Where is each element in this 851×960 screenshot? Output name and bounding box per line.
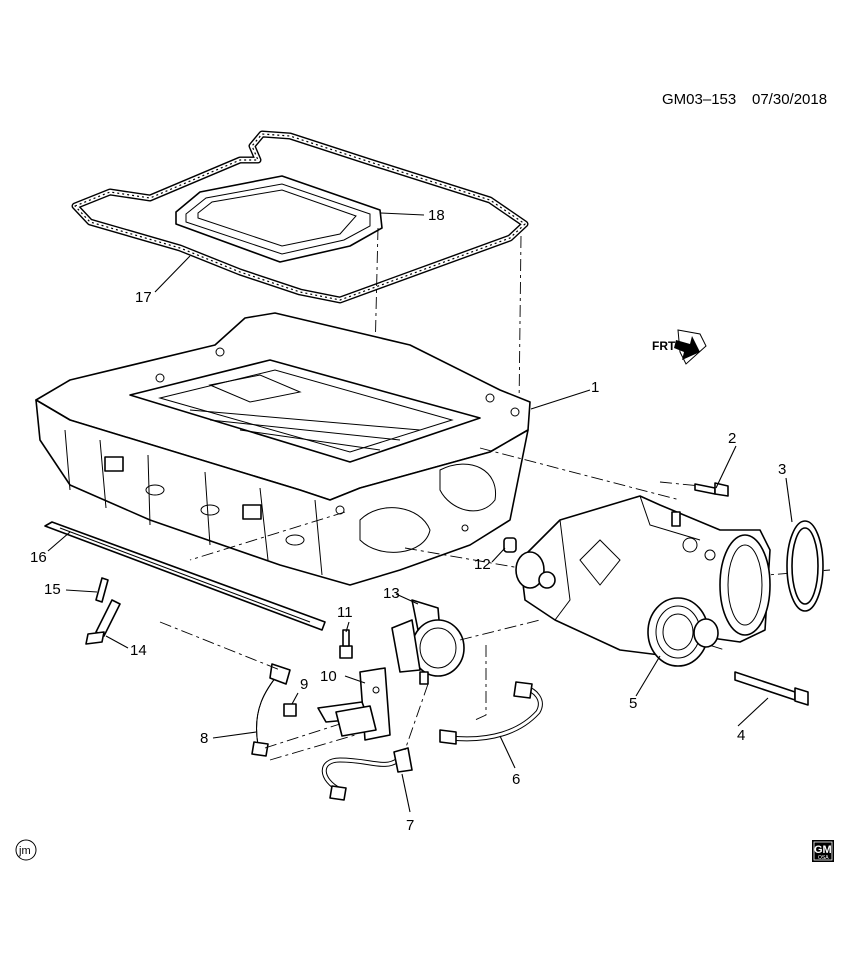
part-18-supercharger-seal <box>175 175 383 263</box>
callout-12: 12 <box>474 556 491 573</box>
front-direction-indicator: FRT <box>652 329 707 365</box>
callout-14: 14 <box>130 642 147 659</box>
callout-1: 1 <box>591 379 599 396</box>
callout-16: 16 <box>30 549 47 566</box>
part-13-bypass-actuator <box>391 599 465 685</box>
callout-8: 8 <box>200 730 208 747</box>
callout-4: 4 <box>737 727 745 744</box>
part-4-long-bolt <box>734 671 809 706</box>
part-6-vacuum-hose <box>439 681 543 745</box>
part-15-dowel-pin <box>95 577 109 603</box>
part-3-o-ring <box>786 520 824 612</box>
part-5-throttle-body-pulley-assembly <box>515 495 771 667</box>
gm-logo-subtext: OSA <box>818 855 829 861</box>
callout-6: 6 <box>512 771 520 788</box>
callout-9: 9 <box>300 676 308 693</box>
diagram-date: 07/30/2018 <box>752 91 827 108</box>
callout-7: 7 <box>406 817 414 834</box>
frt-label: FRT <box>652 339 676 353</box>
part-2-bolt <box>694 482 729 497</box>
part-9-bolt <box>283 703 297 717</box>
part-16-gasket-strip <box>44 521 326 631</box>
callout-2: 2 <box>728 430 736 447</box>
callout-11: 11 <box>337 604 353 621</box>
callout-18: 18 <box>428 207 445 224</box>
illustrator-initials: jm <box>18 845 31 857</box>
part-12-plug <box>503 537 517 553</box>
part-1-supercharger-housing <box>35 312 531 586</box>
leader-lines <box>47 212 793 813</box>
illustrator-mark: jm <box>15 839 37 861</box>
part-17-lower-intake-gasket <box>71 130 529 304</box>
callout-15: 15 <box>44 581 61 598</box>
gm-logo: GM OSA <box>812 840 834 862</box>
part-14-bolt <box>85 599 121 645</box>
gm-logo-text: GM <box>814 844 832 856</box>
part-7-vacuum-hose <box>321 747 413 801</box>
part-10-bracket-sensor <box>317 667 391 741</box>
part-8-vacuum-hose <box>251 663 291 757</box>
diagram-code: GM03–153 <box>662 91 736 108</box>
callout-17: 17 <box>135 289 152 306</box>
callout-5: 5 <box>629 695 637 712</box>
part-11-bolt <box>339 629 353 659</box>
callout-3: 3 <box>778 461 786 478</box>
callout-13: 13 <box>383 585 400 602</box>
callout-10: 10 <box>320 668 337 685</box>
